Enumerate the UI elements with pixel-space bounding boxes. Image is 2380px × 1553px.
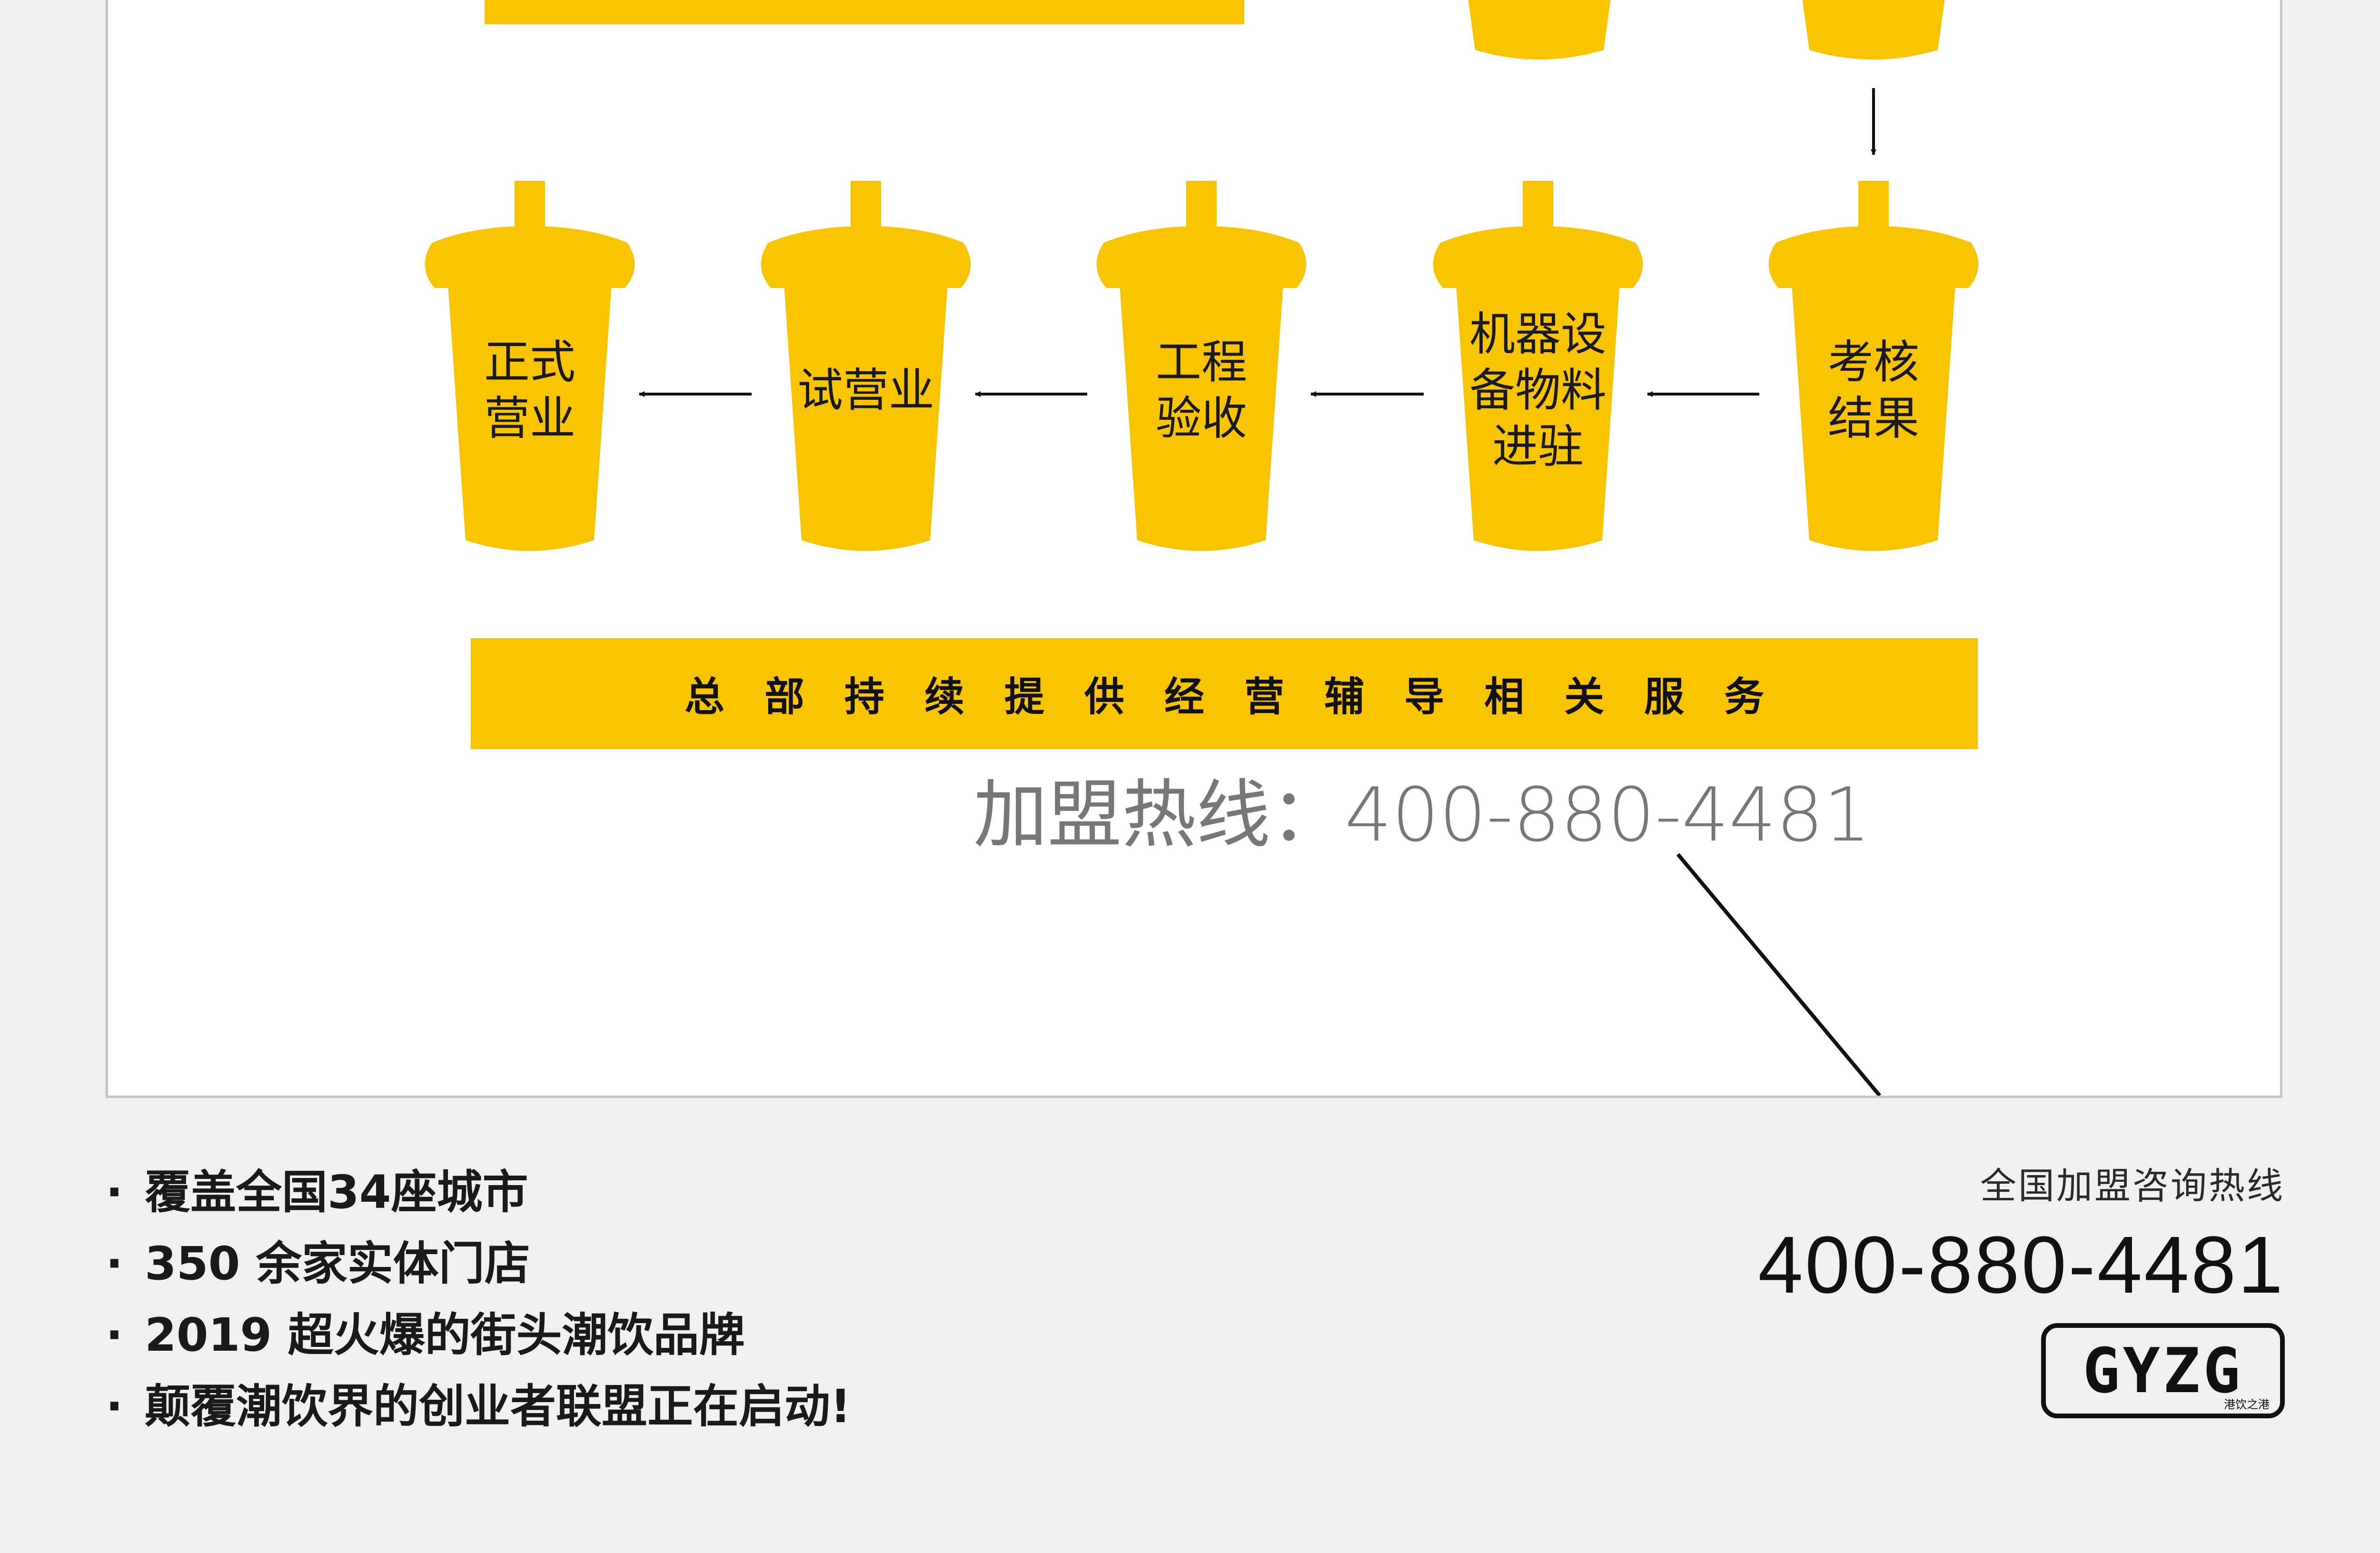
step-label-trial-business: 试营业 (797, 364, 934, 417)
cropped-cup-top-2 (1802, 0, 1945, 59)
service-bar-text: 总部持续提供经营辅导相关服务 (684, 673, 1804, 720)
cropped-cup-top-1 (1468, 0, 1611, 59)
contact-phone[interactable]: 400-880-4481 (1758, 1220, 2285, 1310)
feature-list: ·覆盖全国34座城市 ·350 余家实体门店 ·2019 超火爆的街头潮饮品牌 … (106, 1157, 851, 1442)
bullet: · (106, 1308, 123, 1362)
service-bar-background (471, 638, 1978, 749)
top-yellow-bar (485, 0, 1244, 24)
feature-text: 350 余家实体门店 (145, 1237, 530, 1290)
cup-equipment-entry (1433, 181, 1643, 551)
process-diagram (425, 0, 1979, 1096)
feature-item-brand: · 2019 超火爆的街头潮饮品牌 (106, 1299, 851, 1371)
step-label-formal-business: 正式 营业 (484, 336, 575, 445)
feature-item-stores: · 350 余家实体门店 (106, 1228, 851, 1299)
step-label-project-acceptance: 工程 验收 (1156, 336, 1247, 445)
content-panel: 正式 营业 试营业 工程 验收 机器设 备物料 进驻 考核 结果 总部持续提供经营辅导相… (106, 0, 2282, 1098)
brand-logo: GYZG 港饮之港 (2041, 1323, 2285, 1418)
feature-text: 2019 超火爆的街头潮饮品牌 (145, 1308, 745, 1362)
contact-caption: 全国加盟咨询热线 (1980, 1165, 2285, 1207)
logo-subtext: 港饮之港 (2224, 1398, 2270, 1411)
cup-trial-business (761, 181, 971, 551)
hotline-label: 加盟热线：400-880-4481 (973, 772, 1871, 858)
bullet: · (106, 1237, 123, 1290)
cup-assessment-result (1768, 181, 1979, 551)
cup-formal-business (425, 181, 635, 551)
contact-block: 全国加盟咨询热线 400-880-4481 (1758, 1157, 2285, 1312)
step-label-assessment-result: 考核 结果 (1828, 336, 1919, 445)
bullet: · (106, 1380, 123, 1433)
feature-item-cities: · 覆盖全国34座城市 (106, 1157, 851, 1228)
logo-text: GYZG (2082, 1335, 2243, 1407)
feature-text: 覆盖全国34座城市 (145, 1166, 528, 1219)
cup-project-acceptance (1096, 181, 1307, 551)
service-bar: 总部持续提供经营辅导相关服务 (471, 638, 1978, 749)
diagonal-pointer-line (1676, 853, 1882, 1096)
step-label-equipment-entry: 机器设 备物料 进驻 (1469, 307, 1606, 473)
feature-item-alliance: · 颠覆潮饮界的创业者联盟正在启动! (106, 1371, 851, 1442)
bullet: · (106, 1166, 123, 1219)
feature-text: 颠覆潮饮界的创业者联盟正在启动! (145, 1380, 851, 1433)
